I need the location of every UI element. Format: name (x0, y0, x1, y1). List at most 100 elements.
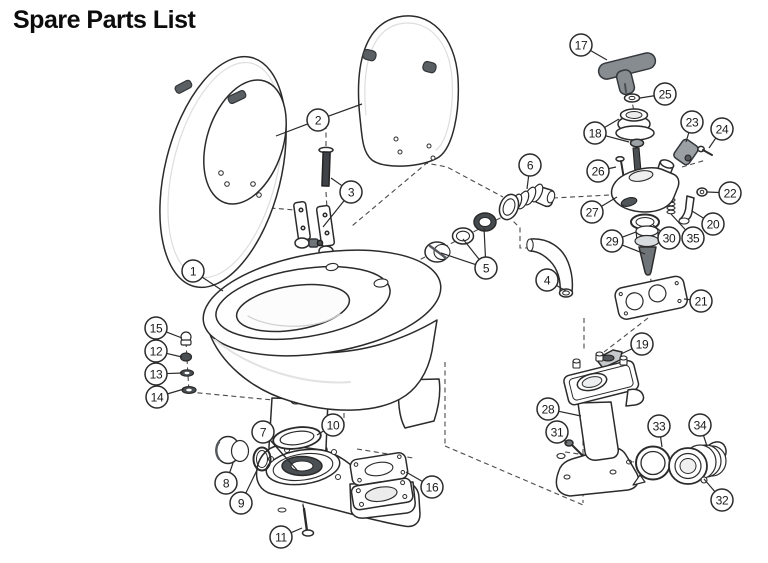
callout-16: 16 (405, 471, 444, 499)
valve-gasket (349, 452, 409, 486)
callout-29: 29 (600, 229, 646, 255)
callout-28: 28 (536, 397, 582, 421)
svg-text:15: 15 (150, 322, 163, 336)
callout-8: 8 (214, 462, 238, 495)
pump-body (610, 159, 680, 213)
svg-text:9: 9 (238, 497, 245, 511)
svg-text:35: 35 (687, 232, 700, 246)
svg-text:6: 6 (527, 159, 534, 173)
callout-23: 23 (680, 110, 704, 143)
svg-text:34: 34 (694, 419, 707, 433)
svg-text:21: 21 (695, 295, 708, 309)
toilet-lid (357, 15, 460, 167)
svg-text:31: 31 (551, 426, 564, 440)
callout-24: 24 (708, 117, 734, 149)
callout-10: 10 (316, 413, 345, 437)
base-assembly (255, 444, 421, 528)
flange-gasket (272, 426, 322, 450)
callout-12: 12 (144, 339, 183, 363)
callout-17: 17 (569, 33, 608, 61)
callout-9: 9 (229, 467, 259, 515)
lid-holes (393, 136, 436, 161)
toilet-seat (159, 55, 287, 289)
svg-text:18: 18 (589, 127, 602, 141)
callout-7: 7 (251, 420, 298, 471)
svg-text:12: 12 (150, 345, 163, 359)
callout-15: 15 (144, 316, 183, 340)
svg-text:28: 28 (542, 403, 555, 417)
svg-text:32: 32 (716, 494, 729, 508)
piston-assembly (630, 213, 660, 276)
mounting-hardware (179, 331, 197, 395)
svg-text:26: 26 (592, 165, 605, 179)
svg-text:16: 16 (426, 481, 439, 495)
svg-text:29: 29 (606, 235, 619, 249)
end-cap (215, 435, 250, 465)
svg-text:27: 27 (586, 206, 599, 220)
svg-text:17: 17 (575, 39, 588, 53)
callout-27: 27 (580, 196, 618, 224)
callout-11: 11 (269, 525, 303, 549)
pump-base (555, 351, 645, 497)
svg-text:8: 8 (223, 477, 230, 491)
callout-22: 22 (706, 181, 742, 205)
callout-14: 14 (145, 385, 185, 409)
svg-text:33: 33 (653, 420, 666, 434)
inlet-fittings (424, 212, 497, 263)
callout-21: 21 (683, 289, 713, 313)
discharge-hose (526, 238, 574, 298)
handle-clamp (673, 138, 699, 166)
callout-13: 13 (144, 362, 183, 386)
svg-text:11: 11 (275, 531, 287, 545)
svg-text:23: 23 (686, 116, 699, 130)
toilet-bowl (202, 249, 442, 411)
svg-text:3: 3 (348, 186, 355, 200)
svg-text:2: 2 (315, 114, 322, 128)
pump-bearing (615, 108, 655, 148)
svg-text:13: 13 (150, 368, 163, 382)
outlet-flange-ring (632, 445, 671, 486)
callout-26: 26 (586, 159, 617, 183)
callout-32: 32 (703, 478, 734, 512)
svg-text:20: 20 (707, 218, 720, 232)
callout-18: 18 (583, 118, 630, 145)
seat-hinge-holes (218, 170, 262, 198)
callout-2: 2 (275, 103, 363, 137)
svg-text:10: 10 (327, 419, 340, 433)
handle-washer (623, 93, 641, 103)
pump-lever (678, 195, 695, 225)
inlet-elbow (498, 183, 556, 221)
pump-gasket (614, 275, 689, 320)
nut (179, 352, 193, 362)
svg-text:24: 24 (716, 123, 729, 137)
svg-text:5: 5 (483, 262, 490, 276)
callout-31: 31 (545, 420, 569, 444)
clamp-screw (697, 145, 713, 156)
callout-5: 5 (440, 227, 498, 280)
svg-text:19: 19 (636, 338, 649, 352)
callout-25: 25 (639, 82, 677, 106)
svg-text:4: 4 (544, 274, 551, 288)
base-screw (556, 439, 583, 460)
o-ring (252, 446, 272, 472)
svg-text:1: 1 (190, 265, 197, 279)
callout-20: 20 (691, 210, 725, 236)
callout-30: 30 (652, 224, 681, 250)
callout-4: 4 (535, 268, 567, 292)
callout-3: 3 (322, 177, 363, 228)
lid-bumpers (362, 48, 437, 74)
callout-34: 34 (688, 413, 712, 447)
callout-33: 33 (647, 414, 671, 448)
hinge-bolt (321, 151, 331, 187)
svg-text:25: 25 (659, 88, 672, 102)
callout-35: 35 (670, 213, 705, 250)
callout-6: 6 (518, 153, 542, 190)
svg-text:14: 14 (151, 391, 164, 405)
svg-text:30: 30 (663, 232, 676, 246)
svg-text:22: 22 (724, 187, 737, 201)
pump-handle (597, 52, 657, 96)
callout-1: 1 (181, 259, 224, 292)
